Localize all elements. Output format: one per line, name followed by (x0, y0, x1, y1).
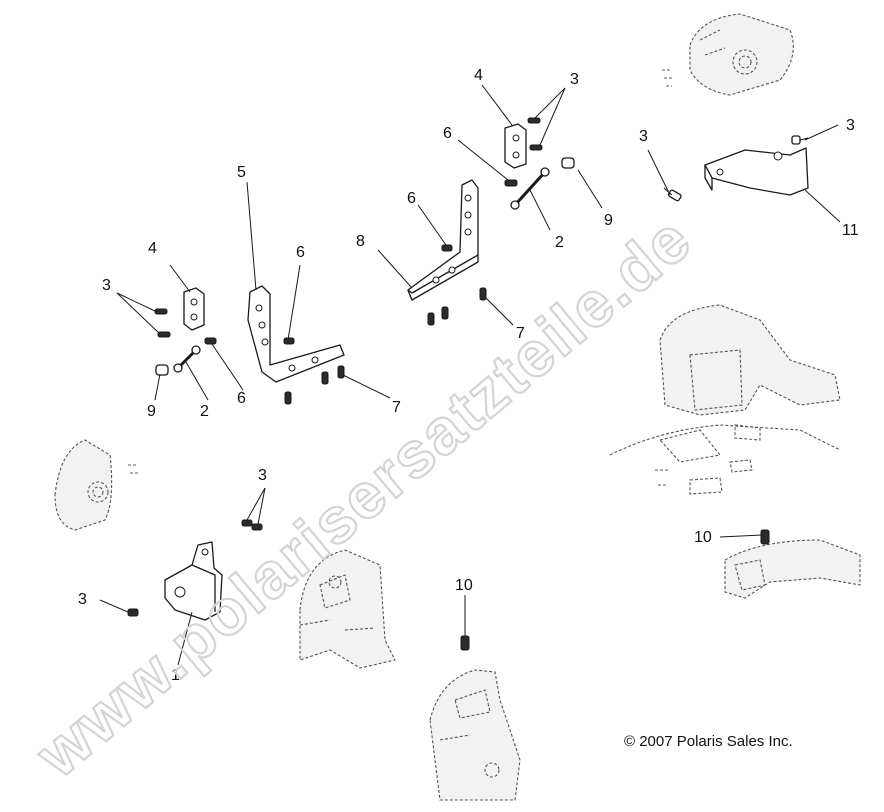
callout-9-upper: 9 (604, 212, 613, 229)
frame-body-right-ghost (609, 304, 841, 495)
part-9-nut-upper (561, 157, 575, 169)
callout-7-mid: 7 (516, 325, 525, 342)
callout-1: 1 (171, 667, 180, 684)
callout-9-left: 9 (147, 403, 156, 420)
callout-8: 8 (356, 233, 365, 250)
rear-frame-bracket-ghost (724, 539, 861, 599)
headlight-housing-top-right-ghost (662, 13, 794, 96)
callout-3-lower-mid: 3 (258, 467, 267, 484)
callout-6-left-a: 6 (296, 244, 305, 261)
part-6-bolt-left-a (283, 337, 295, 345)
part-7-bolts-mid (427, 287, 487, 326)
part-6-bolt-mid (441, 244, 453, 252)
part-2-rod-left (173, 345, 201, 373)
callout-10-right: 10 (694, 529, 712, 546)
callout-3-upper: 3 (570, 71, 579, 88)
part-8-L-bracket (407, 179, 479, 301)
copyright-notice: © 2007 Polaris Sales Inc. (624, 733, 793, 750)
part-3-screw-right-a (663, 187, 682, 202)
callout-3-right-a: 3 (639, 128, 648, 145)
callout-7-left: 7 (392, 399, 401, 416)
part-7-bolts-left (284, 365, 345, 405)
headlight-housing-left-ghost (54, 439, 138, 531)
callout-2-left: 2 (200, 403, 209, 420)
callout-3-left: 3 (102, 277, 111, 294)
part-3-bolts-left (154, 308, 171, 338)
callout-labels: 4 3 6 6 8 2 9 7 3 3 11 5 6 4 3 2 6 9 7 3… (78, 67, 859, 684)
callout-6-mid: 6 (407, 190, 416, 207)
part-9-nut-left (155, 364, 169, 376)
callout-10-center: 10 (455, 577, 473, 594)
callout-11: 11 (842, 222, 859, 239)
callout-3-right-b: 3 (846, 117, 855, 134)
part-3-screw-right-b (791, 135, 809, 145)
part-6-bolt-left-b (204, 337, 217, 345)
watermark-text: www.polarisersatzteile.de (22, 202, 705, 791)
leader-lines (99, 84, 841, 666)
callout-4-left: 4 (148, 240, 157, 257)
callout-6-left-b: 6 (237, 390, 246, 407)
lower-fairing-ghost (429, 669, 521, 801)
callout-2-upper: 2 (555, 234, 564, 251)
callout-4-upper: 4 (474, 67, 483, 84)
callout-6-upper: 6 (443, 125, 452, 142)
part-2-rod-upper (510, 167, 550, 210)
part-5-L-bracket (247, 285, 345, 383)
callout-3-lower-left: 3 (78, 591, 87, 608)
callout-5: 5 (237, 164, 246, 181)
part-1-bracket (164, 541, 223, 621)
part-10-bolt-right (760, 529, 770, 545)
part-6-bolt-upper (504, 179, 518, 187)
part-4-clamp-upper (504, 123, 527, 169)
part-4-clamp-left (183, 287, 205, 331)
part-3-bolt-upper-a (527, 117, 541, 124)
part-11-bracket (704, 147, 809, 196)
part-3-bolt-upper-b (529, 144, 543, 151)
part-3-screw-lower-left (127, 608, 139, 617)
steering-frame-center-ghost (299, 549, 396, 669)
part-3-screws-lower-mid (241, 519, 263, 531)
part-10-bolt-center (460, 635, 470, 651)
